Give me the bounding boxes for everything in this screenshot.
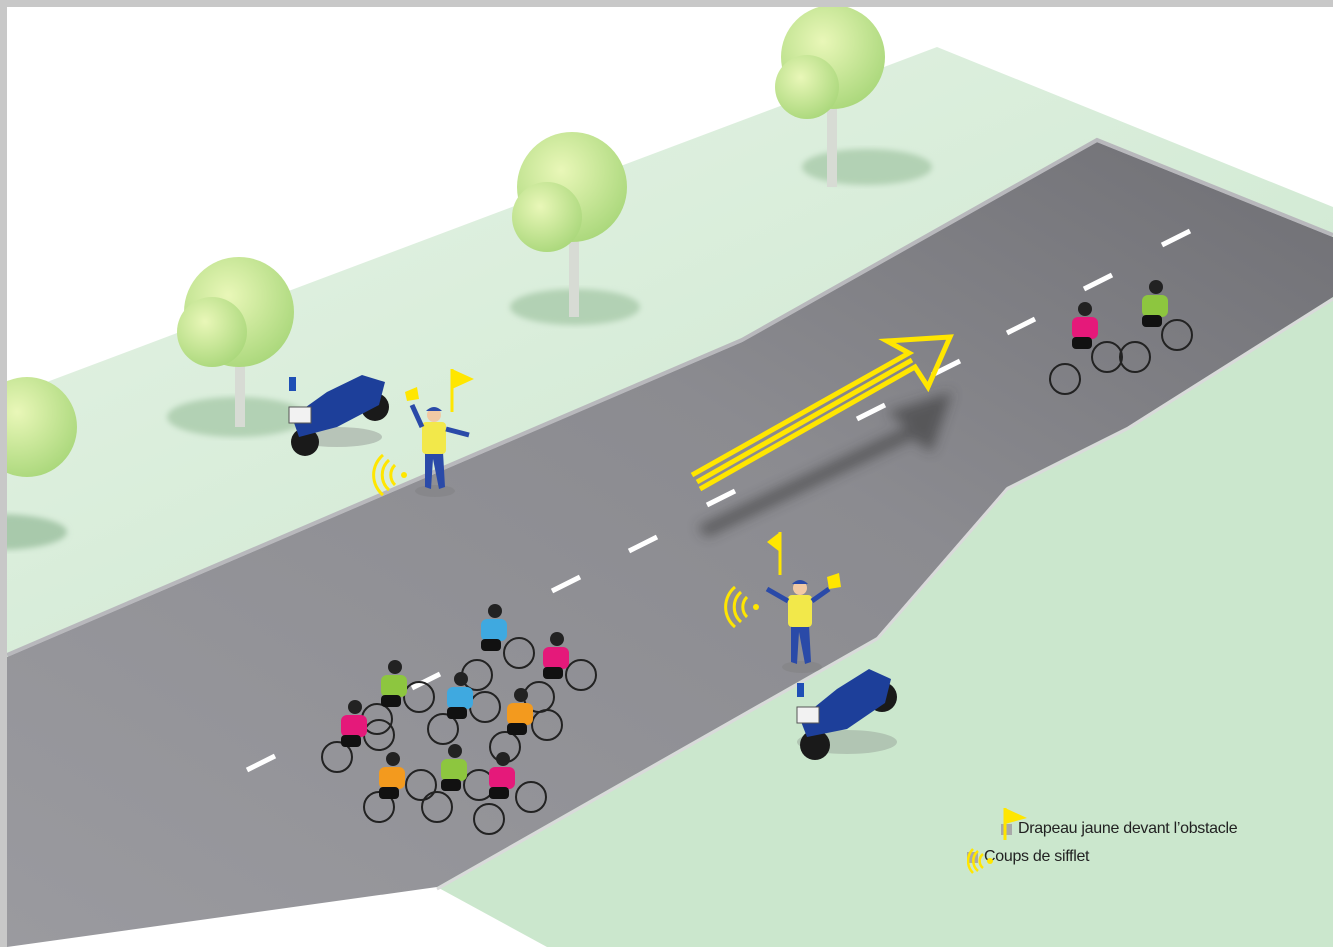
yellow-flag-icon bbox=[1003, 806, 1029, 840]
legend-row-flag: Drapeau jaune devant l’obstacle bbox=[1001, 820, 1237, 838]
road-scene-illustration: Drapeau jaune devant l’obstacle Coups de… bbox=[7, 7, 1333, 947]
scene-svg bbox=[7, 7, 1333, 947]
whistle-sound-icon bbox=[967, 848, 1001, 874]
legend-flag-label: Drapeau jaune devant l’obstacle bbox=[1018, 820, 1237, 838]
legend-row-whistle: Coups de sifflet bbox=[967, 848, 1089, 866]
